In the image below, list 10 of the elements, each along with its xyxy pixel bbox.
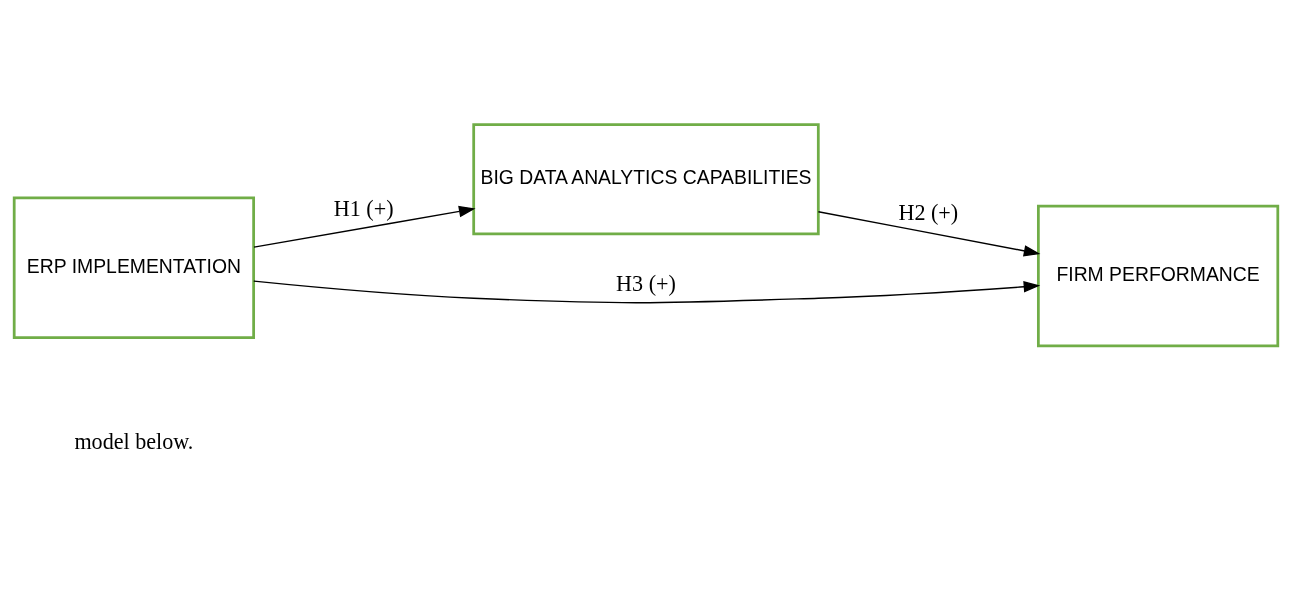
node-box: FIRM PERFORMANCE	[1037, 204, 1280, 348]
node-box: BIG DATA ANALYTICS CAPABILITIES	[472, 123, 820, 236]
arrow	[253, 280, 1041, 304]
edge-label: H2 (+)	[898, 200, 959, 226]
arrow	[817, 211, 1041, 257]
edge-label: H1 (+)	[333, 196, 394, 222]
arrow	[253, 205, 476, 248]
label: model below.	[74, 428, 194, 454]
node-box: ERP IMPLEMENTATION	[12, 196, 255, 340]
edge-label: H3 (+)	[616, 271, 676, 297]
